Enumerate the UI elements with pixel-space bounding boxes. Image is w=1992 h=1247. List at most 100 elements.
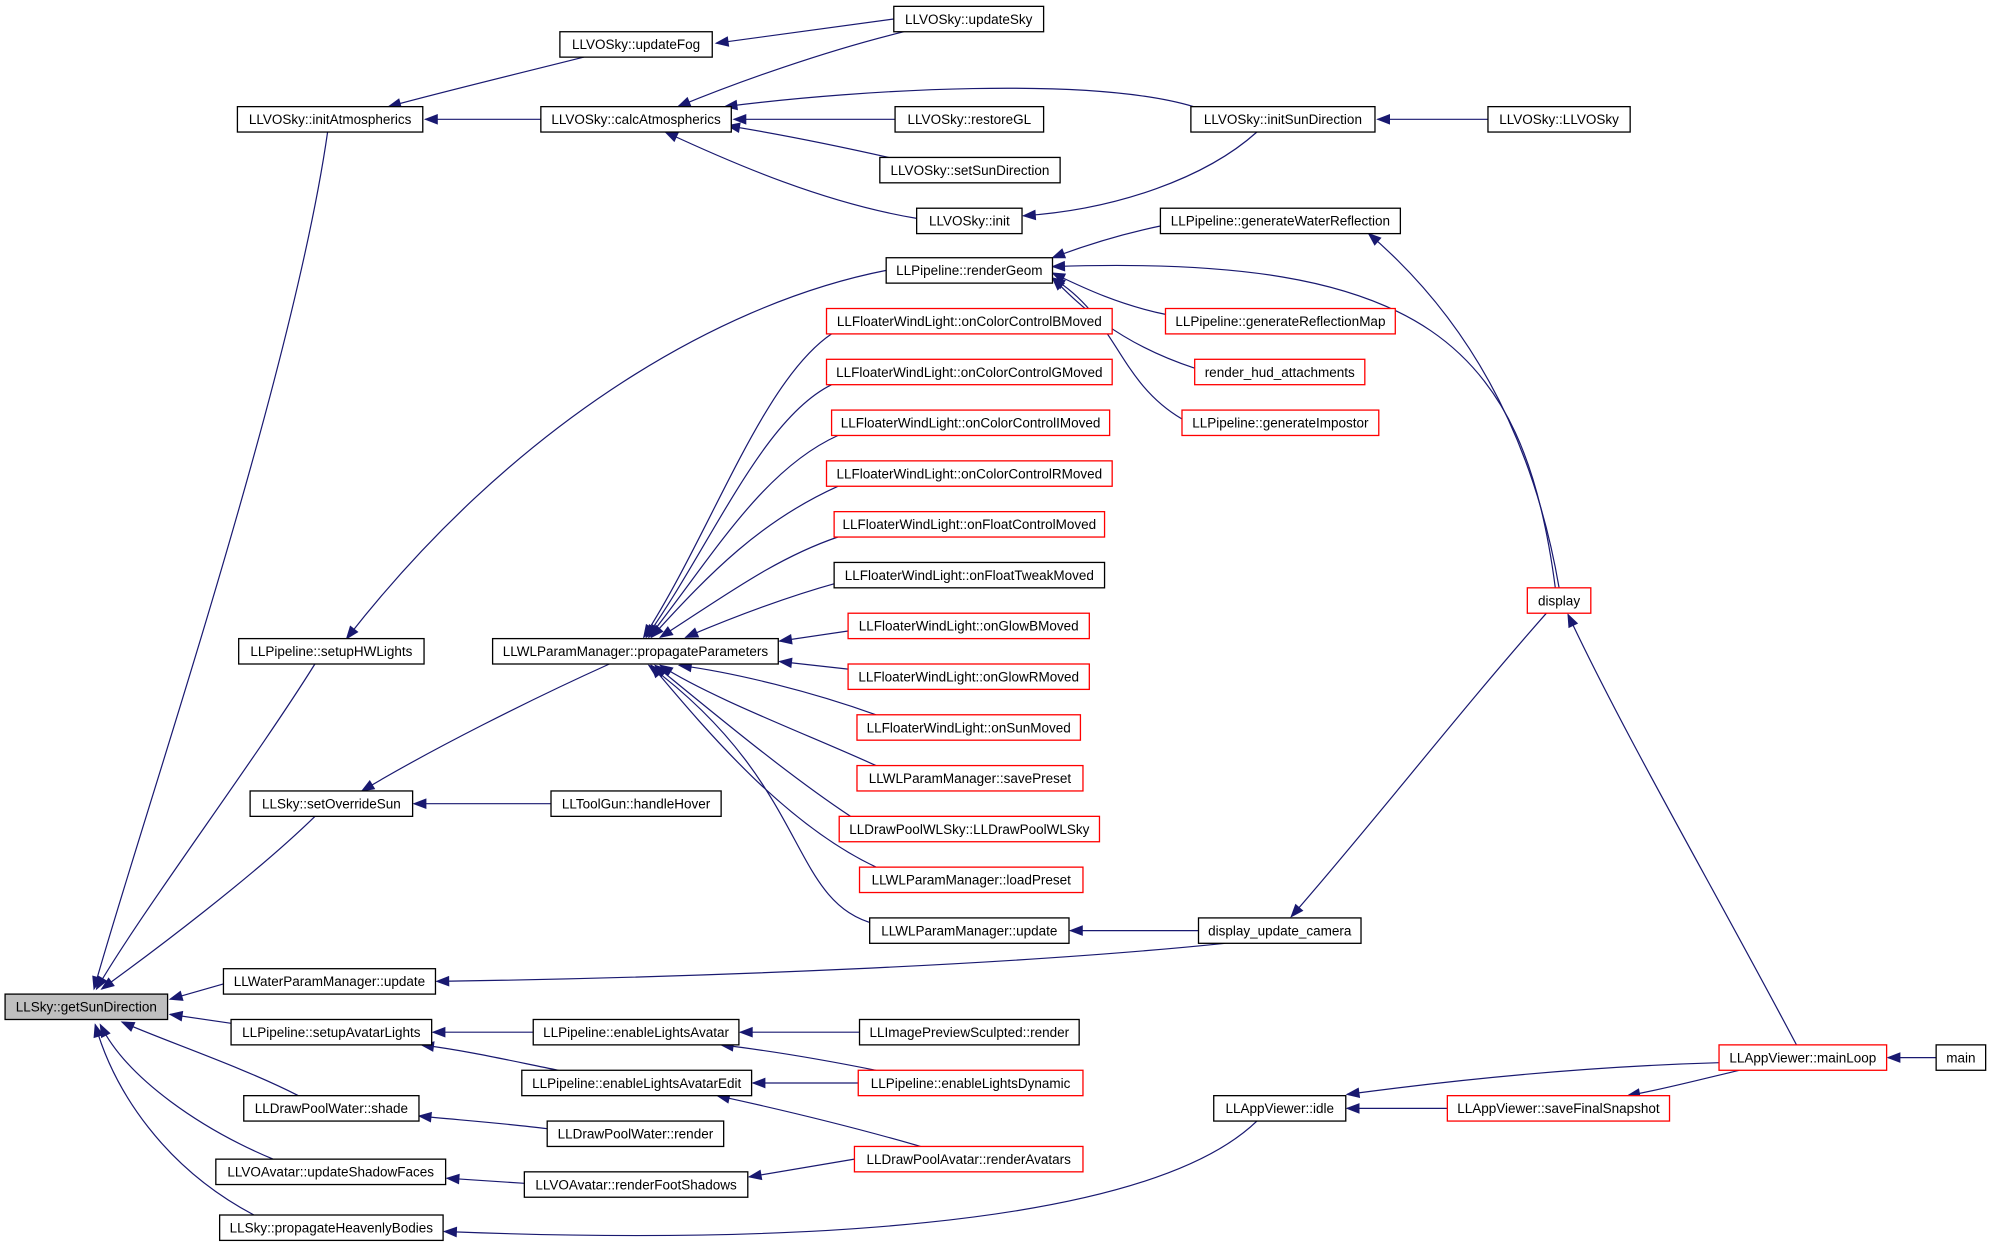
node-hud[interactable]: render_hud_attachments bbox=[1194, 358, 1366, 386]
node-imgPrev[interactable]: LLImagePreviewSculpted::render bbox=[858, 1018, 1080, 1046]
node-label: LLWLParamManager::savePreset bbox=[869, 771, 1072, 786]
node-label: LLAppViewer::mainLoop bbox=[1729, 1050, 1876, 1065]
edge-updateSky-to-updateFog bbox=[716, 18, 894, 44]
node-floatCtrl[interactable]: LLFloaterWindLight::onFloatControlMoved bbox=[833, 510, 1106, 538]
node-setSunDir[interactable]: LLVOSky::setSunDirection bbox=[879, 156, 1061, 184]
edge-idle-to-heavenly-arrowhead bbox=[443, 1226, 458, 1238]
node-loadPreset[interactable]: LLWLParamManager::loadPreset bbox=[858, 866, 1084, 894]
edge-sunMoved-to-propParams bbox=[679, 664, 877, 716]
node-genWater[interactable]: LLPipeline::generateWaterReflection bbox=[1159, 207, 1402, 235]
node-renderGeom[interactable]: LLPipeline::renderGeom bbox=[885, 257, 1054, 284]
edge-footShadows-to-shadowFaces bbox=[446, 1177, 525, 1184]
node-label: LLFloaterWindLight::onColorControlBMoved bbox=[837, 314, 1102, 329]
node-setOverride[interactable]: LLSky::setOverrideSun bbox=[249, 790, 414, 818]
node-main[interactable]: main bbox=[1935, 1044, 1987, 1071]
edge-mainLoop-to-idle bbox=[1346, 1062, 1720, 1095]
node-glowB[interactable]: LLFloaterWindLight::onGlowBMoved bbox=[847, 612, 1090, 640]
node-savePreset[interactable]: LLWLParamManager::savePreset bbox=[856, 764, 1084, 792]
edge-glowB-to-propParams-arrowhead bbox=[778, 634, 793, 645]
node-label: LLVOSky::updateFog bbox=[572, 37, 700, 52]
edge-display-to-renderGeom bbox=[1052, 264, 1556, 588]
edge-drawPoolWL-to-propParams bbox=[654, 664, 851, 817]
edge-vosInit-to-calcAtmo-arrowhead bbox=[664, 131, 679, 143]
edge-display-to-dispCam bbox=[1290, 612, 1547, 918]
node-toolGun[interactable]: LLToolGun::handleHover bbox=[550, 790, 722, 818]
node-drawPoolWL[interactable]: LLDrawPoolWLSky::LLDrawPoolWLSky bbox=[838, 815, 1101, 843]
node-propParams[interactable]: LLWLParamManager::propagateParameters bbox=[491, 637, 779, 665]
node-box bbox=[833, 561, 1106, 589]
node-box bbox=[1164, 307, 1396, 335]
node-calcAtmo[interactable]: LLVOSky::calcAtmospherics bbox=[540, 105, 732, 133]
node-colI[interactable]: LLFloaterWindLight::onColorControlIMoved bbox=[830, 409, 1111, 437]
node-box bbox=[879, 156, 1061, 184]
node-initAtmo[interactable]: LLVOSky::initAtmospherics bbox=[236, 105, 424, 133]
node-enLightsAvEd[interactable]: LLPipeline::enableLightsAvatarEdit bbox=[521, 1069, 753, 1097]
node-shadowFaces[interactable]: LLVOAvatar::updateShadowFaces bbox=[215, 1158, 447, 1186]
edge-shadowFaces-to-root bbox=[99, 1024, 274, 1160]
edge-restoreGL-to-calcAtmo-arrowhead bbox=[732, 113, 747, 125]
node-box bbox=[1190, 105, 1376, 133]
node-box bbox=[1213, 1095, 1347, 1122]
node-genRefl[interactable]: LLPipeline::generateReflectionMap bbox=[1164, 307, 1396, 335]
node-footShadows[interactable]: LLVOAvatar::renderFootShadows bbox=[523, 1171, 749, 1198]
node-updateFog[interactable]: LLVOSky::updateFog bbox=[559, 31, 713, 58]
edge-waterUpd-to-root-arrowhead bbox=[168, 990, 184, 1001]
node-box bbox=[1194, 358, 1366, 386]
node-sunMoved[interactable]: LLFloaterWindLight::onSunMoved bbox=[856, 714, 1082, 741]
node-idle[interactable]: LLAppViewer::idle bbox=[1213, 1095, 1347, 1122]
node-setupAv[interactable]: LLPipeline::setupAvatarLights bbox=[230, 1018, 433, 1046]
node-initSunDir[interactable]: LLVOSky::initSunDirection bbox=[1190, 105, 1376, 133]
node-label: LLWaterParamManager::update bbox=[234, 974, 425, 989]
node-enLightsAv[interactable]: LLPipeline::enableLightsAvatar bbox=[532, 1018, 740, 1046]
edge-initAtmo-to-root bbox=[93, 131, 329, 990]
node-dispCam[interactable]: display_update_camera bbox=[1197, 917, 1362, 944]
node-renderAv[interactable]: LLDrawPoolAvatar::renderAvatars bbox=[853, 1145, 1084, 1173]
node-llvosky[interactable]: LLVOSky::LLVOSky bbox=[1487, 105, 1631, 133]
node-waterUpd[interactable]: LLWaterParamManager::update bbox=[222, 968, 437, 995]
edge-genImp-to-renderGeom bbox=[1052, 277, 1183, 420]
node-setupHW[interactable]: LLPipeline::setupHWLights bbox=[238, 637, 425, 665]
edge-mainLoop-to-display bbox=[1567, 614, 1798, 1046]
node-genImp[interactable]: LLPipeline::generateImpostor bbox=[1181, 409, 1380, 437]
node-box bbox=[838, 815, 1101, 843]
edge-footShadows-to-shadowFaces-arrowhead bbox=[445, 1173, 460, 1185]
node-box bbox=[491, 637, 779, 665]
node-label: LLSky::setOverrideSun bbox=[262, 796, 401, 811]
node-glowR[interactable]: LLFloaterWindLight::onGlowRMoved bbox=[847, 663, 1090, 691]
edge-idle-to-heavenly bbox=[444, 1120, 1258, 1237]
node-vosInit[interactable]: LLVOSky::init bbox=[916, 207, 1023, 235]
node-wlUpdate[interactable]: LLWLParamManager::update bbox=[869, 917, 1070, 944]
edge-renderGeom-to-setupHW bbox=[346, 269, 887, 639]
edge-setupHW-to-root bbox=[95, 663, 316, 990]
node-waterRender[interactable]: LLDrawPoolWater::render bbox=[546, 1120, 725, 1148]
node-shade[interactable]: LLDrawPoolWater::shade bbox=[243, 1095, 420, 1122]
node-label: LLWLParamManager::update bbox=[881, 923, 1057, 938]
node-updateSky[interactable]: LLVOSky::updateSky bbox=[893, 5, 1045, 33]
node-box bbox=[559, 31, 713, 58]
node-box bbox=[857, 1069, 1084, 1097]
node-mainLoop[interactable]: LLAppViewer::mainLoop bbox=[1718, 1044, 1888, 1071]
node-label: LLAppViewer::idle bbox=[1225, 1101, 1334, 1116]
node-enLightsDyn[interactable]: LLPipeline::enableLightsDynamic bbox=[857, 1069, 1084, 1097]
node-colR[interactable]: LLFloaterWindLight::onColorControlRMoved bbox=[825, 460, 1113, 487]
node-label: LLSky::propagateHeavenlyBodies bbox=[230, 1221, 434, 1236]
node-heavenly[interactable]: LLSky::propagateHeavenlyBodies bbox=[218, 1214, 444, 1242]
edge-mainLoop-to-display-arrowhead bbox=[1567, 613, 1579, 629]
node-colG[interactable]: LLFloaterWindLight::onColorControlGMoved bbox=[825, 358, 1113, 386]
node-saveSnap[interactable]: LLAppViewer::saveFinalSnapshot bbox=[1446, 1095, 1671, 1122]
node-box bbox=[830, 409, 1111, 437]
node-root[interactable]: LLSky::getSunDirection bbox=[4, 993, 169, 1021]
edge-saveSnap-to-idle-arrowhead bbox=[1345, 1103, 1360, 1114]
node-floatTweak[interactable]: LLFloaterWindLight::onFloatTweakMoved bbox=[833, 561, 1106, 589]
node-restoreGL[interactable]: LLVOSky::restoreGL bbox=[894, 105, 1045, 133]
edge-colG-to-propParams bbox=[645, 384, 832, 638]
node-box bbox=[215, 1158, 447, 1186]
edge-loadPreset-to-propParams bbox=[650, 664, 877, 868]
node-box bbox=[1159, 207, 1402, 235]
edge-display-to-genWater bbox=[1368, 233, 1560, 588]
node-display[interactable]: display bbox=[1526, 587, 1592, 614]
node-colB[interactable]: LLFloaterWindLight::onColorControlBMoved bbox=[825, 307, 1113, 335]
node-label: LLVOSky::LLVOSky bbox=[1499, 112, 1619, 127]
edge-shade-to-root bbox=[121, 1021, 299, 1097]
edge-heavenly-to-root-arrowhead bbox=[93, 1023, 104, 1039]
